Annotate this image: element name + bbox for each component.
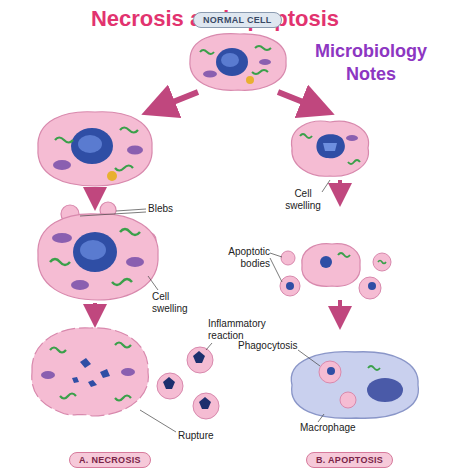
part-label: Cell swelling bbox=[278, 188, 328, 211]
box-label: A. NECROSIS bbox=[79, 455, 141, 465]
part-label: Phagocytosis bbox=[238, 340, 308, 352]
stage-box: NORMAL CELL bbox=[193, 12, 282, 28]
part-label: Rupture bbox=[178, 430, 238, 442]
stage-box: A. NECROSIS bbox=[69, 452, 151, 468]
part-label: Cell swelling bbox=[152, 291, 204, 314]
box-label: B. APOPTOSIS bbox=[316, 455, 383, 465]
part-label: Apoptotic bodies bbox=[222, 246, 270, 269]
box-label: NORMAL CELL bbox=[203, 15, 272, 25]
watermark: Microbiology Notes bbox=[296, 40, 446, 87]
part-label: Inflammatory reaction bbox=[208, 318, 278, 341]
stage-box: B. APOPTOSIS bbox=[306, 452, 393, 468]
part-label: Macrophage bbox=[300, 422, 380, 434]
part-label: Blebs bbox=[148, 203, 198, 215]
